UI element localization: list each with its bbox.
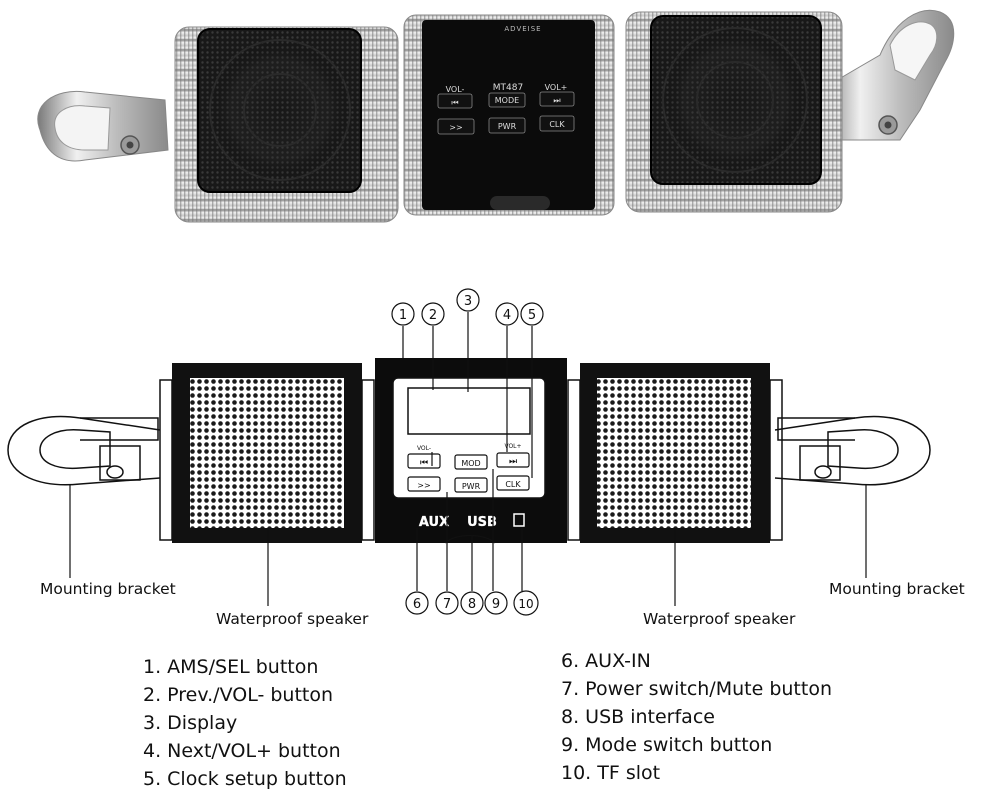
diagram-right-bracket <box>774 415 931 486</box>
label-waterproof-speaker-right: Waterproof speaker <box>643 610 796 628</box>
legend-right: 6. AUX-IN 7. Power switch/Mute button 8.… <box>561 647 832 787</box>
photo-next-button[interactable] <box>539 91 575 107</box>
photo-clk-label: CLK <box>549 120 565 129</box>
diagram-tf-slot-icon <box>513 513 525 527</box>
diagram-skip-label: >> <box>417 481 430 490</box>
leader-lines <box>69 312 867 606</box>
diagram-clk-label: CLK <box>505 480 521 489</box>
photo-pwr-button[interactable] <box>488 117 526 134</box>
callout-7: 7 <box>435 591 459 615</box>
svg-text:1: 1 <box>399 308 407 323</box>
callout-5: 5 <box>520 302 544 326</box>
svg-text:9: 9 <box>492 597 500 612</box>
diagram-pwr-label: PWR <box>462 482 481 491</box>
photo-prev-button[interactable] <box>437 93 473 109</box>
callouts: 1 2 3 4 5 6 7 8 9 10 <box>391 288 544 616</box>
callout-4: 4 <box>495 302 519 326</box>
legend-item: 7. Power switch/Mute button <box>561 678 832 700</box>
photo-clk-button[interactable] <box>539 115 575 132</box>
svg-text:4: 4 <box>503 308 511 323</box>
photo-vol-plus-label: VOL+ <box>545 83 568 92</box>
photo-skip-label: >> <box>449 123 462 132</box>
diagram-next-button[interactable] <box>496 452 530 468</box>
photo-pwr-label: PWR <box>498 122 517 131</box>
photo-brand: ADVEISE <box>504 25 541 33</box>
diagram-skip-button[interactable] <box>407 476 441 492</box>
diagram-left-bracket <box>7 415 161 486</box>
legend-item: 3. Display <box>143 712 238 734</box>
photo-model: MT487 <box>493 83 523 93</box>
callout-6: 6 <box>405 591 429 615</box>
svg-text:6: 6 <box>413 597 421 612</box>
legend-item: 5. Clock setup button <box>143 768 347 790</box>
diagram-prev-icon: ⏮ <box>420 458 428 468</box>
legend-item: 6. AUX-IN <box>561 650 651 672</box>
diagram-display <box>407 387 531 435</box>
diagram-vol-plus-label: VOL+ <box>504 443 521 450</box>
legend-item: 4. Next/VOL+ button <box>143 740 341 762</box>
photo-next-icon: ⏭ <box>553 96 560 105</box>
photo-right-bracket <box>819 9 955 141</box>
diagram-left-speaker <box>159 363 375 543</box>
callout-8: 8 <box>460 591 484 615</box>
photo-left-bracket <box>37 90 169 162</box>
callout-10: 10 <box>513 590 539 616</box>
diagram-mod-label: MOD <box>461 459 480 468</box>
photo-mode-label: MODE <box>495 96 519 105</box>
diagram-right-speaker <box>567 363 783 543</box>
diagram-next-icon: ⏭ <box>509 457 517 467</box>
legend-item: 10. TF slot <box>561 762 661 784</box>
svg-text:10: 10 <box>518 597 533 611</box>
label-waterproof-speaker-left: Waterproof speaker <box>216 610 369 628</box>
legend-left: 1. AMS/SEL button 2. Prev./VOL- button 3… <box>143 653 347 793</box>
photo-skip-button[interactable] <box>437 118 475 135</box>
label-mounting-bracket-right: Mounting bracket <box>829 580 965 598</box>
callout-2: 2 <box>421 302 445 326</box>
photo-right-speaker <box>625 11 843 213</box>
legend-item: 2. Prev./VOL- button <box>143 684 334 706</box>
diagram-aux-label: AUX <box>419 515 449 530</box>
photo-left-speaker <box>174 26 399 223</box>
photo-center-unit: ADVEISE MT487 VOL- VOL+ ⏮ MODE ⏭ >> PWR … <box>403 14 615 216</box>
legend-item: 9. Mode switch button <box>561 734 773 756</box>
svg-text:2: 2 <box>429 308 437 323</box>
callout-3: 3 <box>456 288 480 312</box>
svg-text:5: 5 <box>528 308 536 323</box>
photo-control-panel <box>422 20 595 210</box>
legend-item: 8. USB interface <box>561 706 715 728</box>
legend-item: 1. AMS/SEL button <box>143 656 319 678</box>
photo-mode-button[interactable] <box>488 92 526 108</box>
label-mounting-bracket-left: Mounting bracket <box>40 580 176 598</box>
callout-1: 1 <box>391 302 415 326</box>
svg-text:3: 3 <box>464 294 472 309</box>
photo-vol-minus-label: VOL- <box>446 85 465 94</box>
product-photo: ADVEISE MT487 VOL- VOL+ ⏮ MODE ⏭ >> PWR … <box>37 9 955 223</box>
diagram-clk-button[interactable] <box>496 475 530 491</box>
photo-prev-icon: ⏮ <box>451 98 458 107</box>
svg-text:7: 7 <box>443 597 451 612</box>
svg-text:8: 8 <box>468 597 476 612</box>
callout-9: 9 <box>484 591 508 615</box>
diagram-mod-button[interactable] <box>454 454 488 470</box>
diagram-vol-minus-label: VOL- <box>417 445 431 452</box>
diagram-center-unit: VOL- VOL+ ⏮ MOD ⏭ >> PWR CLK AUX USB <box>375 358 567 544</box>
diagram-pwr-button[interactable] <box>454 477 488 493</box>
diagram-usb-label: USB <box>467 515 497 530</box>
